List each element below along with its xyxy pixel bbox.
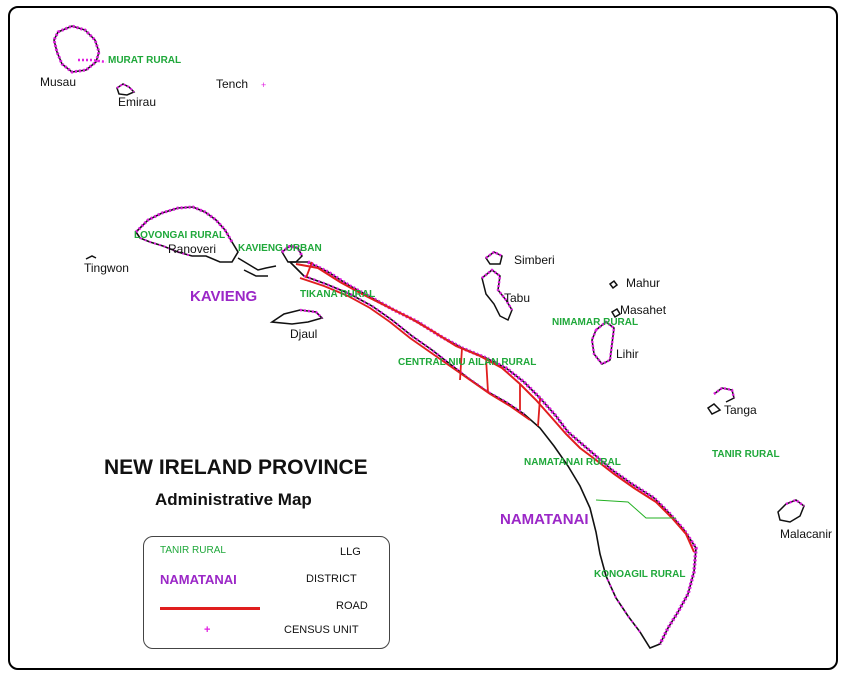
place-label-tabu: Tabu <box>504 291 531 305</box>
census-simberi <box>485 250 503 259</box>
census-kavieng-urban <box>281 244 304 257</box>
llg-label-konoagil: KONOAGIL RURAL <box>594 569 686 580</box>
legend-llg-label: LLG <box>340 546 361 558</box>
island-simberi <box>484 251 503 265</box>
llg-label-nimamar: NIMAMAR RURAL <box>552 317 639 328</box>
legend-llg-sample: TANIR RURAL <box>160 545 226 556</box>
island-tabu <box>481 269 513 322</box>
census-musau <box>52 24 101 74</box>
llg-label-lovongai: LOVONGAI RURAL <box>134 230 226 241</box>
place-label-lihir: Lihir <box>616 347 639 361</box>
census-lihir <box>590 320 616 366</box>
place-label-simberi: Simberi <box>514 253 555 267</box>
place-label-tanga: Tanga <box>724 403 757 417</box>
island-tingwon <box>85 255 97 260</box>
census-djaul <box>299 308 323 319</box>
legend-census-symbol: + <box>204 624 211 636</box>
legend-district-label: DISTRICT <box>306 573 357 585</box>
census-new-hanover <box>134 205 234 243</box>
map-frame <box>8 6 838 670</box>
district-label-kavieng: KAVIENG <box>190 288 258 305</box>
place-label-ranoveri: Ranoveri <box>168 242 217 256</box>
llg-label-namatanai-rural: NAMATANAI RURAL <box>524 457 621 468</box>
road-crossings <box>305 261 541 427</box>
census-new-hanover-south <box>139 237 193 257</box>
island-mahur <box>608 279 619 290</box>
legend-census-label: CENSUS UNIT <box>284 624 359 636</box>
place-label-tench: Tench <box>216 77 249 91</box>
place-label-musau: Musau <box>40 75 77 89</box>
census-tabu <box>481 268 514 311</box>
map-title: NEW IRELAND PROVINCE <box>104 456 368 479</box>
place-label-emirau: Emirau <box>118 95 157 109</box>
island-musau <box>53 25 100 73</box>
llg-label-tanir: TANIR RURAL <box>712 449 780 460</box>
map-subtitle: Administrative Map <box>155 490 312 509</box>
place-label-masahet: Masahet <box>620 303 667 317</box>
place-label-mahur: Mahur <box>626 276 661 290</box>
island-musau-tail <box>78 58 107 64</box>
island-masahet <box>610 307 622 319</box>
legend-road-line <box>160 607 260 610</box>
census-malacanir <box>785 498 805 507</box>
census-new-ireland-west <box>303 274 525 416</box>
road-east-coast <box>295 263 695 553</box>
place-label-malacanir: Malacanir <box>780 527 833 541</box>
census-emirau <box>116 82 135 93</box>
census-new-ireland-east <box>307 260 698 645</box>
district-label-namatanai: NAMATANAI <box>500 511 589 528</box>
llg-label-kavieng-urban: KAVIENG URBAN <box>238 243 322 254</box>
island-djaul <box>269 309 324 325</box>
legend-road-label: ROAD <box>336 600 368 612</box>
road-west-coast <box>299 277 531 421</box>
legend-district-sample: NAMATANAI <box>160 572 237 587</box>
llg-label-murat: MURAT RURAL <box>108 55 182 66</box>
census-new-ireland-southwest <box>605 575 641 633</box>
place-label-djaul: Djaul <box>290 327 318 341</box>
llg-label-central-niu-ailan: CENTRAL NIU AILAN RURAL <box>398 357 537 368</box>
llg-boundary <box>595 499 676 519</box>
place-label-tingwon: Tingwon <box>84 261 129 275</box>
census-tanga <box>713 386 736 399</box>
llg-label-tikana: TIKANA RURAL <box>300 289 376 300</box>
census-tench: + <box>261 80 266 90</box>
legend-box: TANIR RURAL LLG NAMATANAI DISTRICT ROAD … <box>143 536 390 649</box>
